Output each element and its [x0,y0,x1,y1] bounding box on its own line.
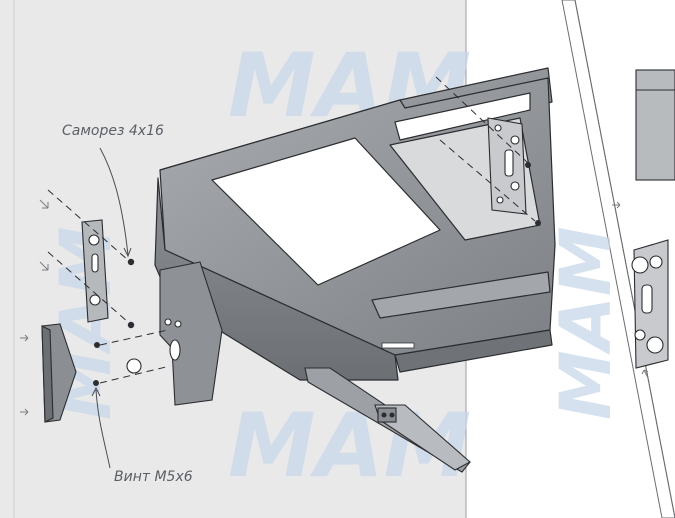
bolt-leader-line [95,389,111,469]
wall-mounting-plate [81,219,109,323]
assembly-lines [47,76,536,384]
slide-rail [304,367,471,473]
screw-icon [525,162,531,168]
basket-mounting-bracket [159,261,223,406]
bolt-callout-label: Винт М5х6 [114,469,193,485]
screw-icon [93,380,99,386]
screw-icon [127,321,135,329]
washer-icon [126,358,142,374]
screw-callout-label: Саморез 4х16 [62,123,164,139]
screws [93,162,541,386]
back-mounting-plate [487,117,527,215]
screw-icon [127,258,135,266]
screw-icon [94,342,100,348]
screw-leader-line [99,147,129,256]
right-side-panel [561,0,675,518]
direction-arrows [20,199,649,416]
watermark-text-right: MAM [545,227,627,421]
cover-cap [41,323,77,423]
callout-leaders [91,147,132,469]
detail-view-mounted [631,69,675,369]
screw-icon [535,220,541,226]
basket-frame [154,67,556,381]
